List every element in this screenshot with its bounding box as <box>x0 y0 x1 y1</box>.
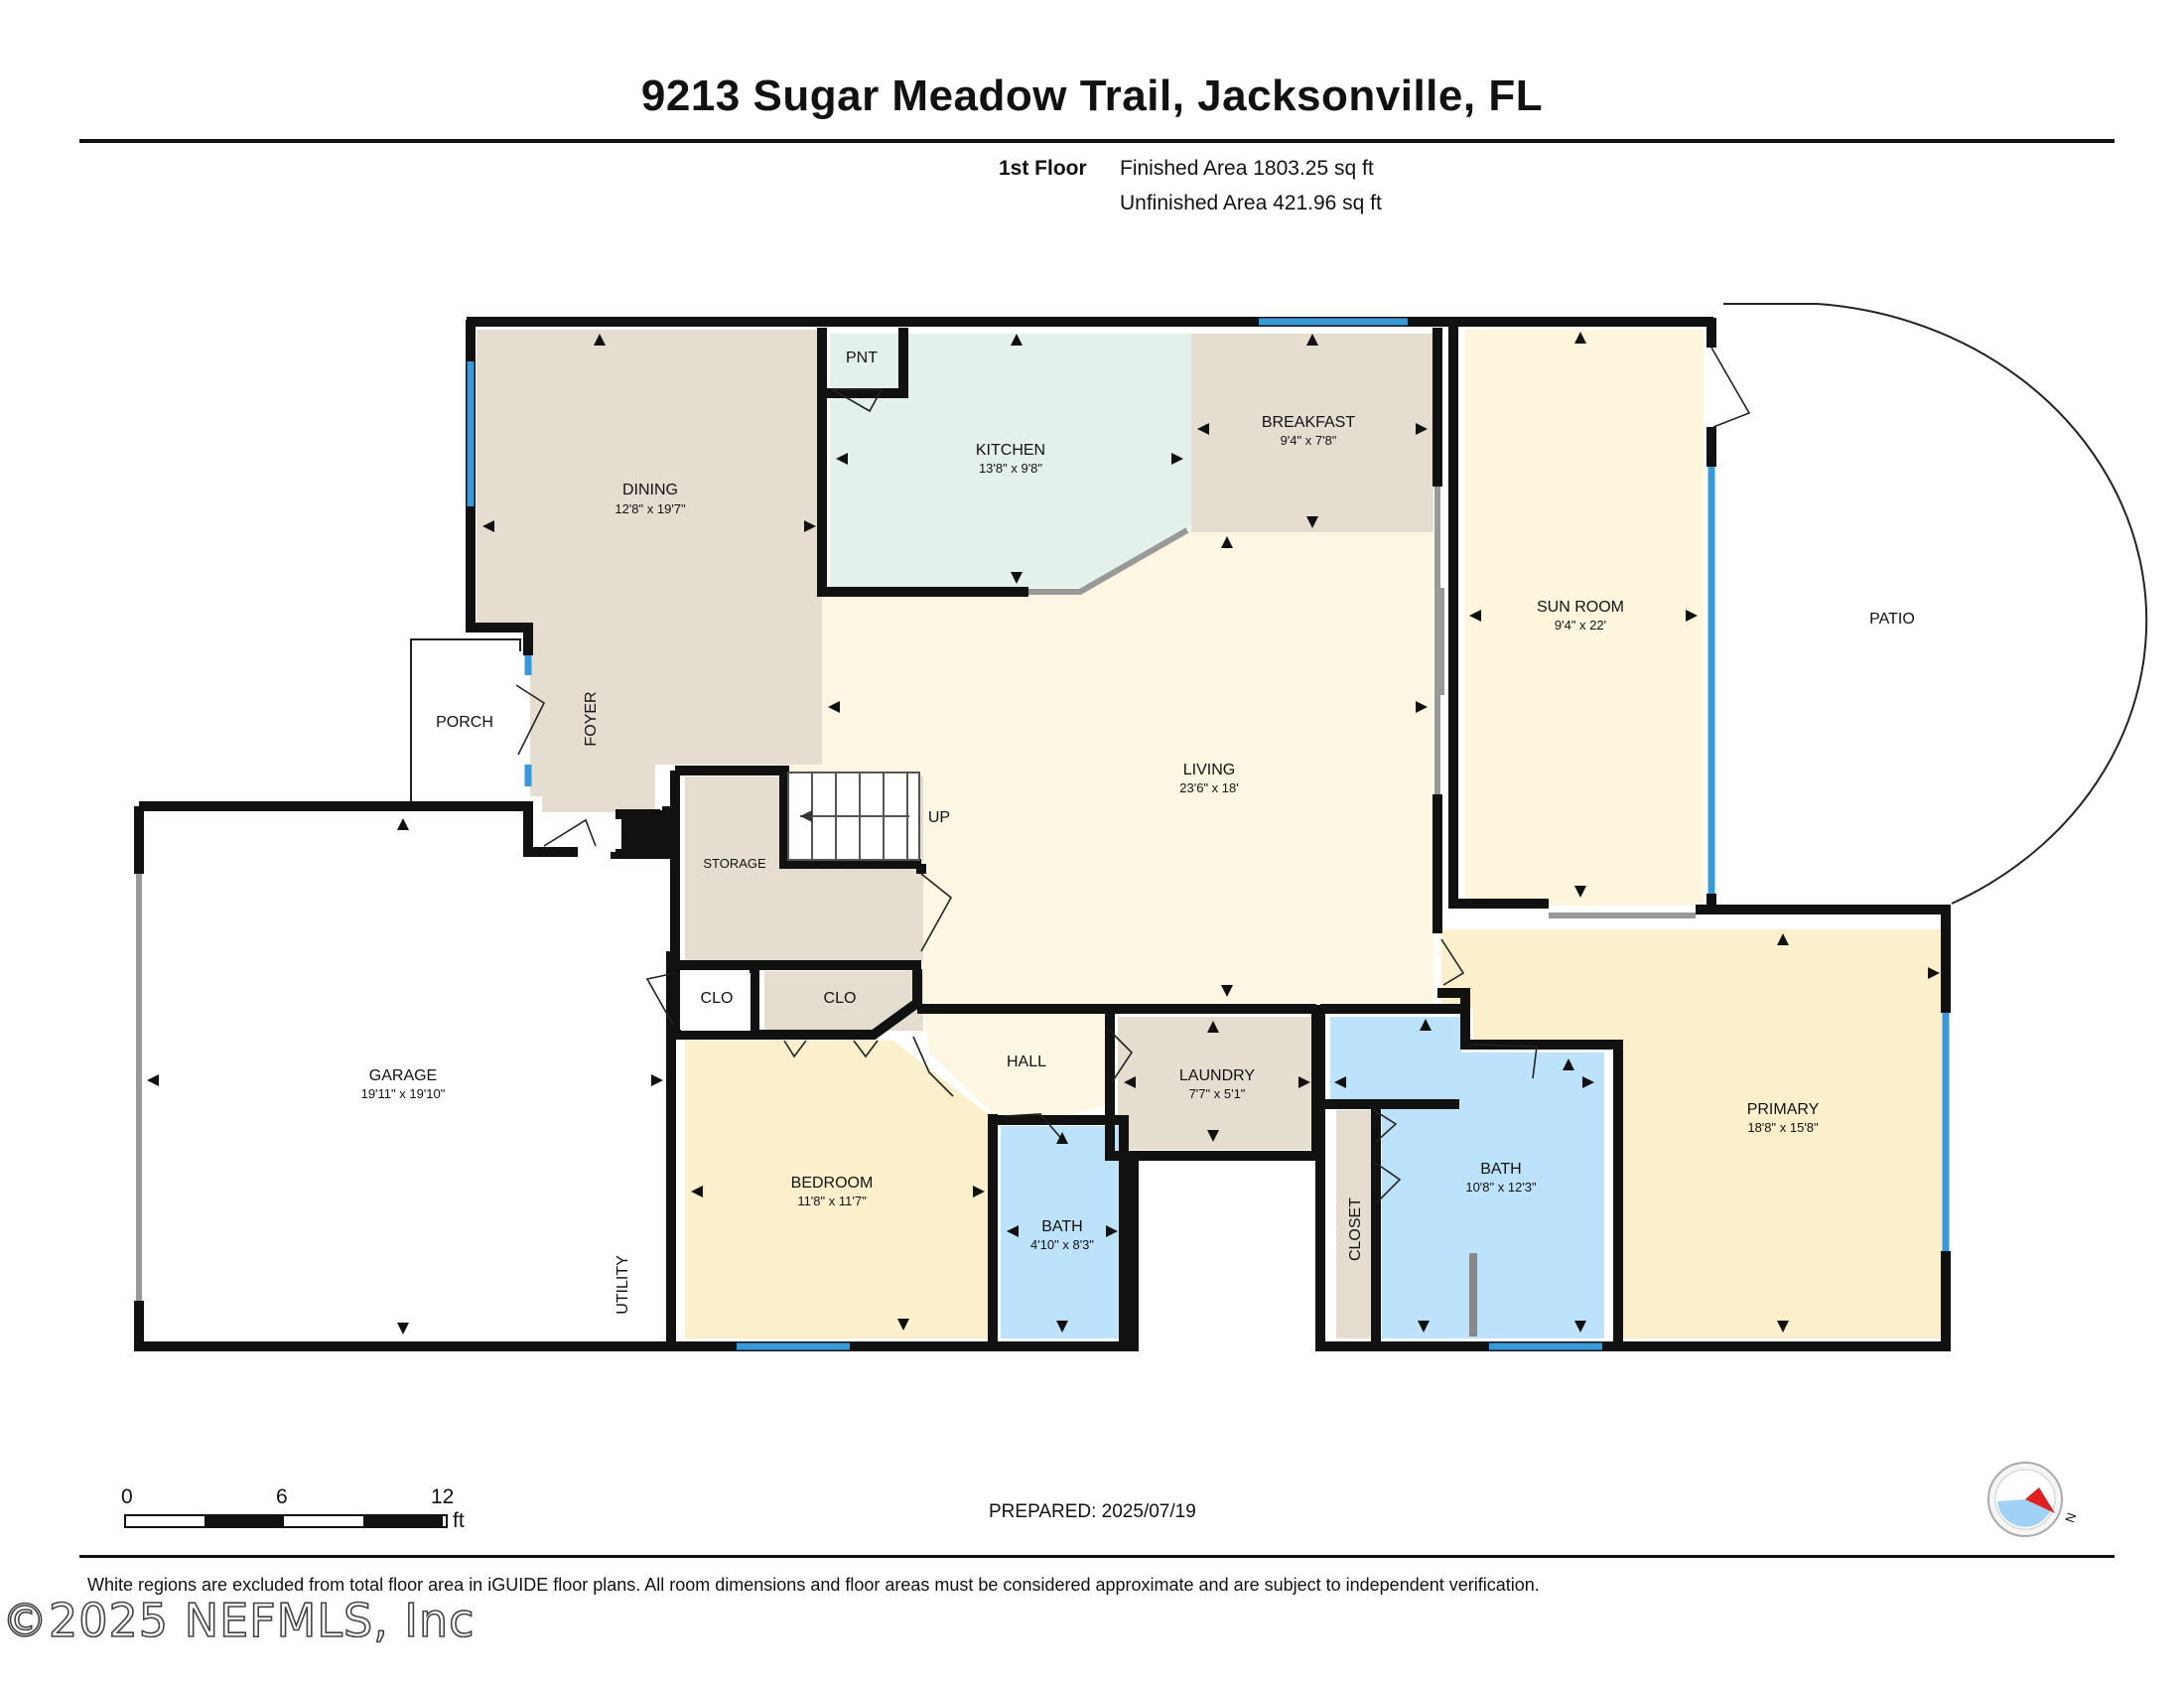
scale-bar <box>124 1514 448 1528</box>
patio-outline <box>1723 303 2148 905</box>
kitchen-label: KITCHEN <box>976 442 1045 459</box>
sun-room-dims: 9'4" x 22' <box>1555 618 1606 633</box>
bath-small-fill <box>1001 1126 1124 1338</box>
porch-label: PORCH <box>436 714 493 731</box>
scale-tick-6: 6 <box>276 1485 288 1508</box>
windows <box>467 318 1950 1350</box>
dimension-arrows <box>147 332 1940 1335</box>
pantry-label: PNT <box>846 350 878 366</box>
hall-label: HALL <box>1007 1054 1046 1070</box>
living-fill <box>780 526 1433 1003</box>
sun-room-label: SUN ROOM <box>1537 599 1624 616</box>
hall-fill <box>923 1009 1110 1114</box>
living-label: LIVING <box>1183 762 1235 778</box>
storage-label: STORAGE <box>703 856 766 871</box>
foyer-post <box>621 810 669 856</box>
bath-primary-label: BATH <box>1480 1161 1521 1178</box>
prepared-date: PREPARED: 2025/07/19 <box>989 1501 1196 1522</box>
finished-area: Finished Area 1803.25 sq ft <box>1120 157 1374 180</box>
bath-small-dims: 4'10" x 8'3" <box>1030 1237 1094 1252</box>
scale-unit: ft <box>453 1509 465 1532</box>
door-swings <box>515 347 1751 1204</box>
closet-fill <box>1336 1110 1374 1338</box>
clo-1-label: CLO <box>701 990 734 1007</box>
clo-1-fill <box>681 973 751 1031</box>
scale-tick-12: 12 <box>431 1485 454 1508</box>
porch-outline <box>410 638 521 809</box>
laundry-label: LAUNDRY <box>1179 1067 1256 1084</box>
dining-label: DINING <box>622 482 678 498</box>
watermark: ©2025 NEFMLS, Inc <box>1 1593 476 1648</box>
closet-label: CLOSET <box>1347 1197 1364 1261</box>
plan-title: 9213 Sugar Meadow Trail, Jacksonville, F… <box>640 71 1544 120</box>
stairs-arrow-icon <box>800 810 812 822</box>
footer-rule <box>79 1555 2115 1558</box>
footnote: White regions are excluded from total fl… <box>87 1575 1540 1595</box>
scale-tick-0: 0 <box>121 1485 133 1508</box>
compass-label: N <box>2062 1510 2079 1524</box>
walls <box>134 317 1951 1351</box>
primary-dims: 18'8" x 15'8" <box>1747 1120 1819 1135</box>
clo-2-label: CLO <box>824 990 857 1007</box>
primary-fill <box>1441 929 1946 1338</box>
kitchen-fill <box>830 334 1191 588</box>
dining-dims: 12'8" x 19'7" <box>614 501 686 516</box>
laundry-dims: 7'7" x 5'1" <box>1189 1086 1246 1101</box>
living-dims: 23'6" x 18' <box>1179 780 1238 795</box>
breakfast-dims: 9'4" x 7'8" <box>1281 433 1337 448</box>
title-rule <box>79 139 2115 143</box>
laundry-fill <box>1118 1017 1316 1150</box>
breakfast-fill <box>1191 334 1433 532</box>
kitchen-dims: 13'8" x 9'8" <box>979 461 1042 476</box>
stairs-label: UP <box>928 809 950 826</box>
bath-small-label: BATH <box>1041 1218 1082 1235</box>
garage-label: GARAGE <box>369 1067 437 1084</box>
bath-primary-dims: 10'8" x 12'3" <box>1465 1180 1537 1195</box>
patio-label: PATIO <box>1869 611 1915 628</box>
bedroom-fill <box>685 1041 993 1338</box>
sun-room-fill <box>1465 330 1704 906</box>
foyer-label: FOYER <box>583 691 600 746</box>
primary-label: PRIMARY <box>1747 1101 1820 1118</box>
primary-bath-fill <box>1382 1053 1604 1338</box>
floor-label: 1st Floor <box>999 157 1087 180</box>
compass-icon <box>1987 1462 2063 1537</box>
unfinished-area: Unfinished Area 421.96 sq ft <box>1120 192 1382 214</box>
bedroom-label: BEDROOM <box>791 1175 874 1192</box>
bedroom-dims: 11'8" x 11'7" <box>797 1194 867 1208</box>
breakfast-label: BREAKFAST <box>1262 414 1355 431</box>
garage-dims: 19'11" x 19'10" <box>361 1086 446 1101</box>
utility-label: UTILITY <box>614 1255 631 1315</box>
grey-panels <box>136 487 1696 1301</box>
dining-fill <box>477 330 822 812</box>
